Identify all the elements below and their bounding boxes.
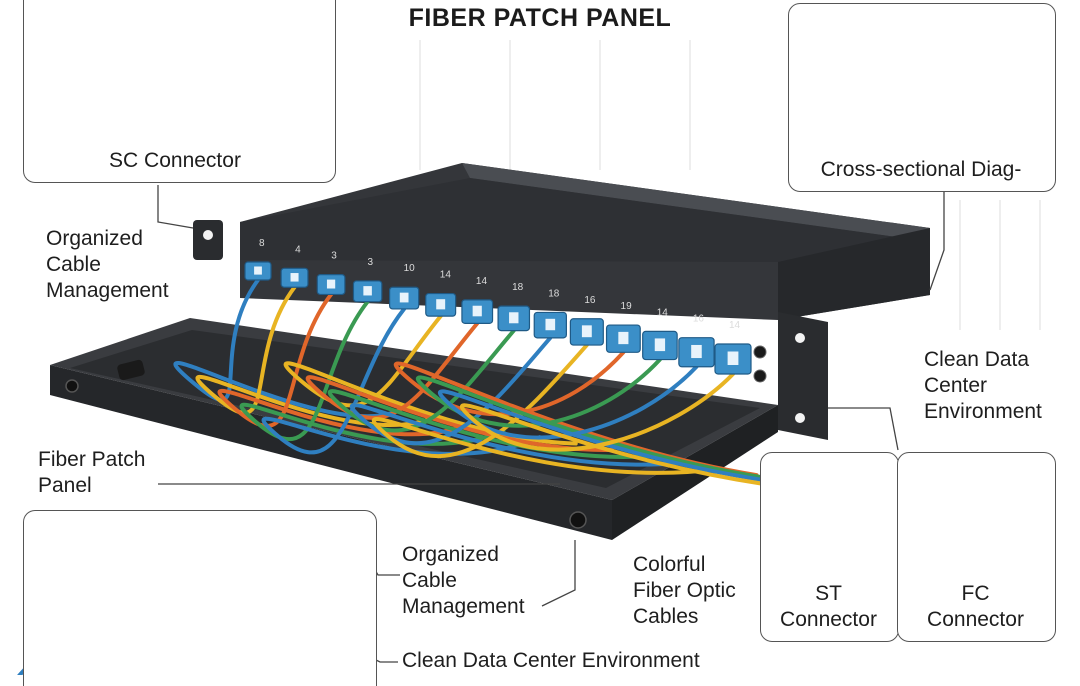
line-2: Fiber Optic xyxy=(633,579,736,602)
st-line-1: ST xyxy=(815,582,842,605)
panel-port-number: 3 xyxy=(367,257,373,268)
panel-port-number: 14 xyxy=(729,320,741,331)
panel-port-number: 3 xyxy=(331,251,337,262)
cross-section-label: Cross-sectional Diag- xyxy=(820,158,1022,181)
st-connector-label: ST Connector xyxy=(760,581,897,633)
line-3: Management xyxy=(402,595,525,618)
fiber-cable xyxy=(349,335,687,467)
st-line-2: Connector xyxy=(780,608,877,631)
panel-port-number: 19 xyxy=(621,301,633,312)
panel-port-number: 14 xyxy=(657,307,669,318)
fiber-cable xyxy=(173,278,397,419)
panel-port-number: 10 xyxy=(404,263,416,274)
line-1: Organized xyxy=(46,227,143,250)
line-3: Environment xyxy=(924,400,1042,423)
fc-connector-box xyxy=(897,452,1056,642)
line-3: Management xyxy=(46,279,169,302)
sc-connector-label: SC Connector xyxy=(109,149,241,172)
fiber-cable xyxy=(460,372,867,496)
fiber-cable xyxy=(437,364,831,490)
panel-port-number: 18 xyxy=(548,288,560,299)
fiber-cable xyxy=(217,292,470,437)
panel-port-number: 14 xyxy=(476,276,488,287)
line-2: Panel xyxy=(38,474,92,497)
diagram-title: FIBER PATCH PANEL xyxy=(408,4,672,32)
organized-cable-management-bottom: Organized Cable Management xyxy=(402,542,525,620)
line-2: Center xyxy=(924,374,988,397)
fiber-cables xyxy=(173,278,867,496)
panel-port-number: 16 xyxy=(693,314,705,325)
background-rack-lines xyxy=(329,40,1041,330)
fiber-cable xyxy=(327,328,651,459)
panel-port-numbers: 8 4 3 3 10 14 14 18 18 16 19 14 16 14 xyxy=(259,238,741,331)
panel-port-number: 16 xyxy=(584,295,596,306)
fiber-cable xyxy=(305,321,614,452)
fiber-cable xyxy=(283,314,578,446)
colorful-fiber-optic-cables-label: Colorful Fiber Optic Cables xyxy=(633,552,736,630)
fiber-patch-panel-label: Fiber Patch Panel xyxy=(38,447,145,499)
fiber-cable xyxy=(195,285,434,428)
line-1: Fiber Patch xyxy=(38,448,146,471)
line-1: Clean Data xyxy=(924,348,1030,371)
line-1: Colorful xyxy=(633,553,706,576)
fiber-cable xyxy=(415,357,795,484)
fc-line-1: FC xyxy=(961,582,990,605)
sc-connector-box xyxy=(23,0,336,183)
fiber-cable xyxy=(393,350,759,478)
line-1: Organized xyxy=(402,543,499,566)
organized-cable-management-top: Organized Cable Management xyxy=(46,226,169,304)
fc-line-2: Connector xyxy=(927,608,1024,631)
panel-ports xyxy=(244,261,752,375)
line-3: Cables xyxy=(633,605,699,628)
line-2: Cable xyxy=(402,569,457,592)
line-2: Cable xyxy=(46,253,101,276)
st-connector-box xyxy=(760,452,899,642)
panel-port-number: 18 xyxy=(512,282,524,293)
clean-data-center-right: Clean Data Center Environment xyxy=(924,347,1042,425)
clean-data-center-bottom: Clean Data Center Environment xyxy=(402,649,700,672)
panel-port-number: 4 xyxy=(295,244,301,255)
inset-ports-box xyxy=(23,510,377,686)
fc-connector-label: FC Connector xyxy=(897,581,1054,633)
panel-port-number: 14 xyxy=(440,270,452,281)
panel-port-number: 8 xyxy=(259,238,265,249)
right-mount-ear xyxy=(778,312,828,440)
cross-section-box xyxy=(788,3,1056,192)
